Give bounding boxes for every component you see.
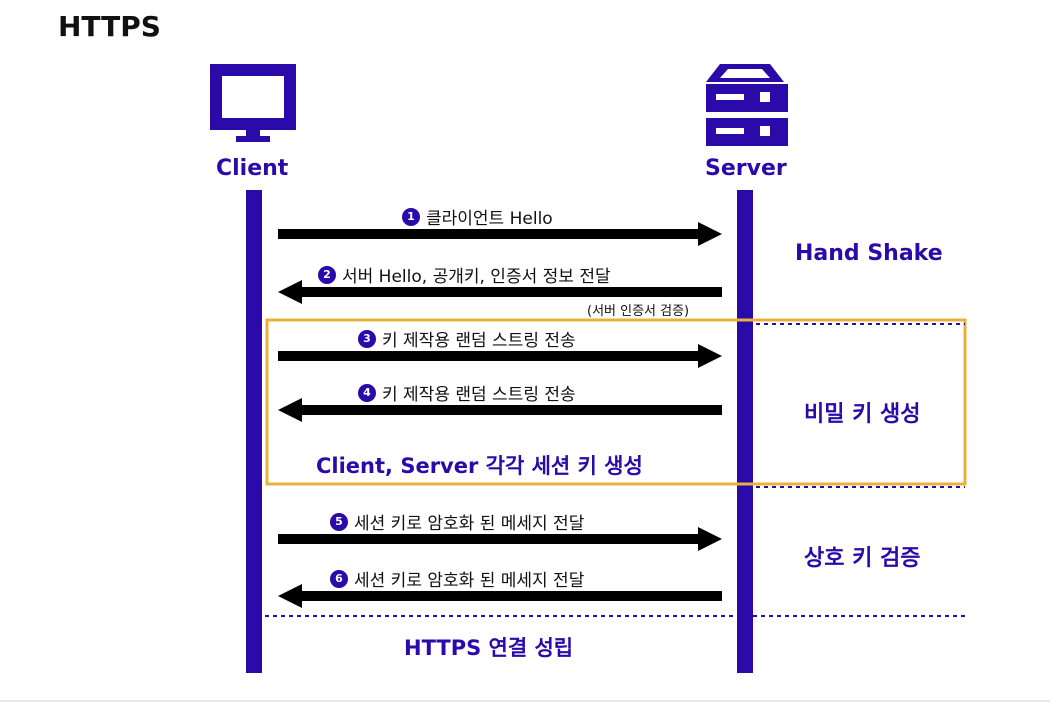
message-5: 5 세션 키로 암호화 된 메세지 전달 xyxy=(330,509,584,534)
message-1: 1 클라이언트 Hello xyxy=(402,204,553,229)
page-title: HTTPS xyxy=(58,10,161,43)
server-lifeline xyxy=(737,190,753,673)
step-number-badge: 6 xyxy=(330,569,348,588)
message-text: 세션 키로 암호화 된 메세지 전달 xyxy=(354,514,585,534)
arrow-5 xyxy=(278,527,722,551)
phase-verify: 상호 키 검증 xyxy=(804,546,921,571)
certificate-verify-note: (서버 인증서 검증) xyxy=(587,304,690,319)
phase-secret-key: 비밀 키 생성 xyxy=(804,402,921,427)
message-6: 6 세션 키로 암호화 된 메세지 전달 xyxy=(330,566,584,591)
message-text: 키 제작용 랜덤 스트링 전송 xyxy=(382,331,576,351)
arrow-6 xyxy=(278,584,722,608)
arrow-1 xyxy=(278,222,722,246)
server-label: Server xyxy=(705,156,787,181)
step-number-badge: 4 xyxy=(358,383,376,402)
connection-established: HTTPS 연결 성립 xyxy=(404,636,574,660)
message-text: 클라이언트 Hello xyxy=(426,209,553,229)
client-label: Client xyxy=(216,156,289,181)
secret-key-box xyxy=(265,318,967,486)
client-lifeline xyxy=(246,190,262,673)
divider xyxy=(0,700,1050,702)
phase-handshake: Hand Shake xyxy=(795,241,943,266)
message-2: 2 서버 Hello, 공개키, 인증서 정보 전달 xyxy=(318,262,611,287)
message-3: 3 키 제작용 랜덤 스트링 전송 xyxy=(358,326,576,351)
message-4: 4 키 제작용 랜덤 스트링 전송 xyxy=(358,380,576,405)
monitor-icon xyxy=(210,64,296,142)
message-text: 세션 키로 암호화 된 메세지 전달 xyxy=(354,571,585,591)
arrow-4 xyxy=(278,398,722,422)
step-number-badge: 2 xyxy=(318,265,336,284)
message-text: 서버 Hello, 공개키, 인증서 정보 전달 xyxy=(342,267,611,287)
session-key-note: Client, Server 각각 세션 키 생성 xyxy=(316,454,643,478)
step-number-badge: 3 xyxy=(358,329,376,348)
step-number-badge: 5 xyxy=(330,512,348,531)
arrow-3 xyxy=(278,344,722,368)
arrow-2 xyxy=(278,280,722,304)
server-icon xyxy=(706,64,788,146)
step-number-badge: 1 xyxy=(402,207,420,226)
message-text: 키 제작용 랜덤 스트링 전송 xyxy=(382,385,576,405)
